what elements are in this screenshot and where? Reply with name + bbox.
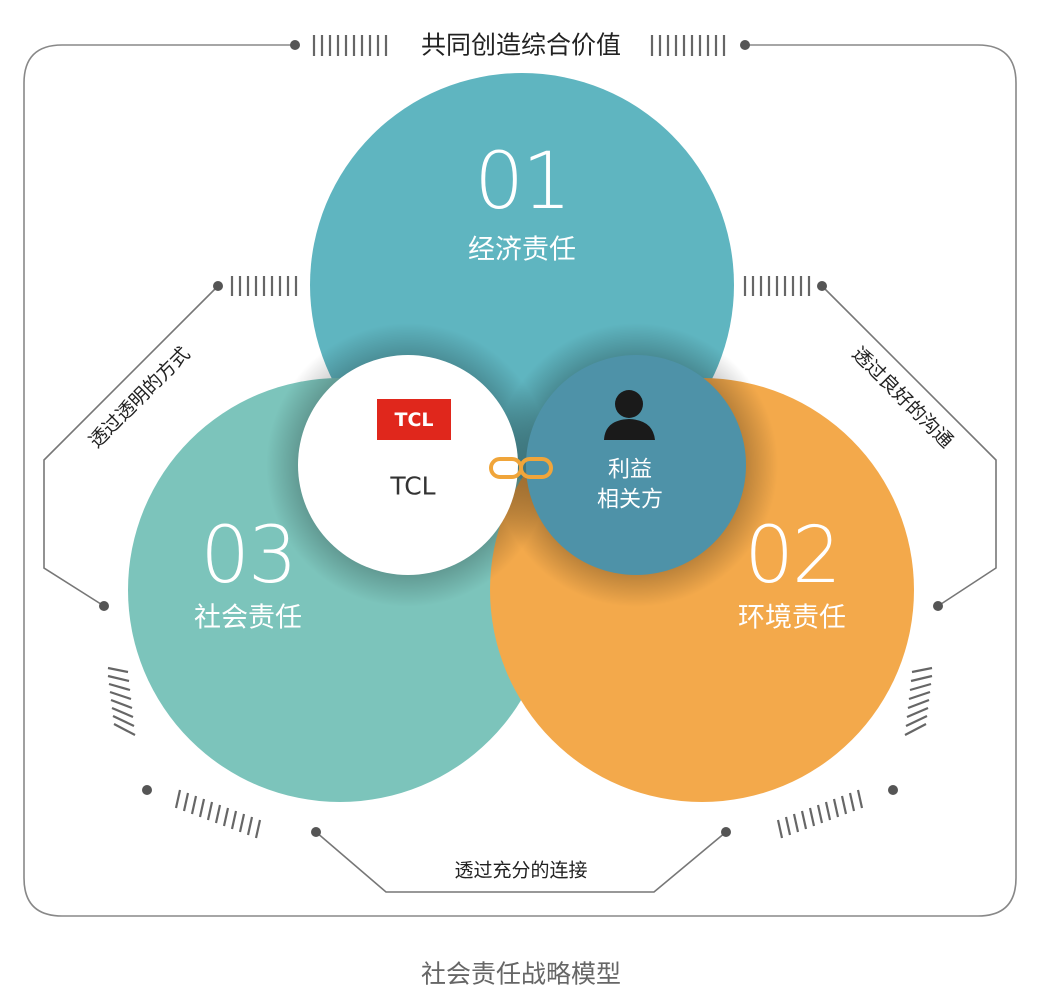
social-label: 社会责任 — [194, 602, 302, 634]
company-circle — [298, 355, 518, 575]
connector-lines — [43, 285, 997, 893]
social-number: 03 — [200, 511, 297, 601]
connector-dots — [99, 281, 943, 837]
chain-link-icon — [489, 457, 553, 479]
economic-label: 经济责任 — [468, 234, 576, 266]
link-bottom-label: 透过充分的连接 — [454, 859, 588, 882]
environmental-label: 环境责任 — [738, 602, 846, 634]
stakeholder-circle — [526, 355, 746, 575]
company-name: TCL — [390, 471, 436, 501]
person-icon — [604, 390, 655, 440]
stakeholder-line-2: 相关方 — [596, 487, 664, 512]
diagram-title: 共同创造综合价值 — [414, 32, 628, 58]
title-dots — [290, 40, 750, 50]
environmental-number: 02 — [744, 511, 841, 601]
stakeholder-label: 利益 相关方 — [597, 455, 663, 514]
outer-frame — [23, 44, 1017, 917]
tick-marks — [107, 35, 933, 839]
tcl-logo: TCL — [377, 399, 451, 440]
diagram-caption: 社会责任战略模型 — [420, 959, 622, 989]
economic-number: 01 — [474, 137, 571, 227]
stakeholder-line-1: 利益 — [607, 457, 653, 483]
